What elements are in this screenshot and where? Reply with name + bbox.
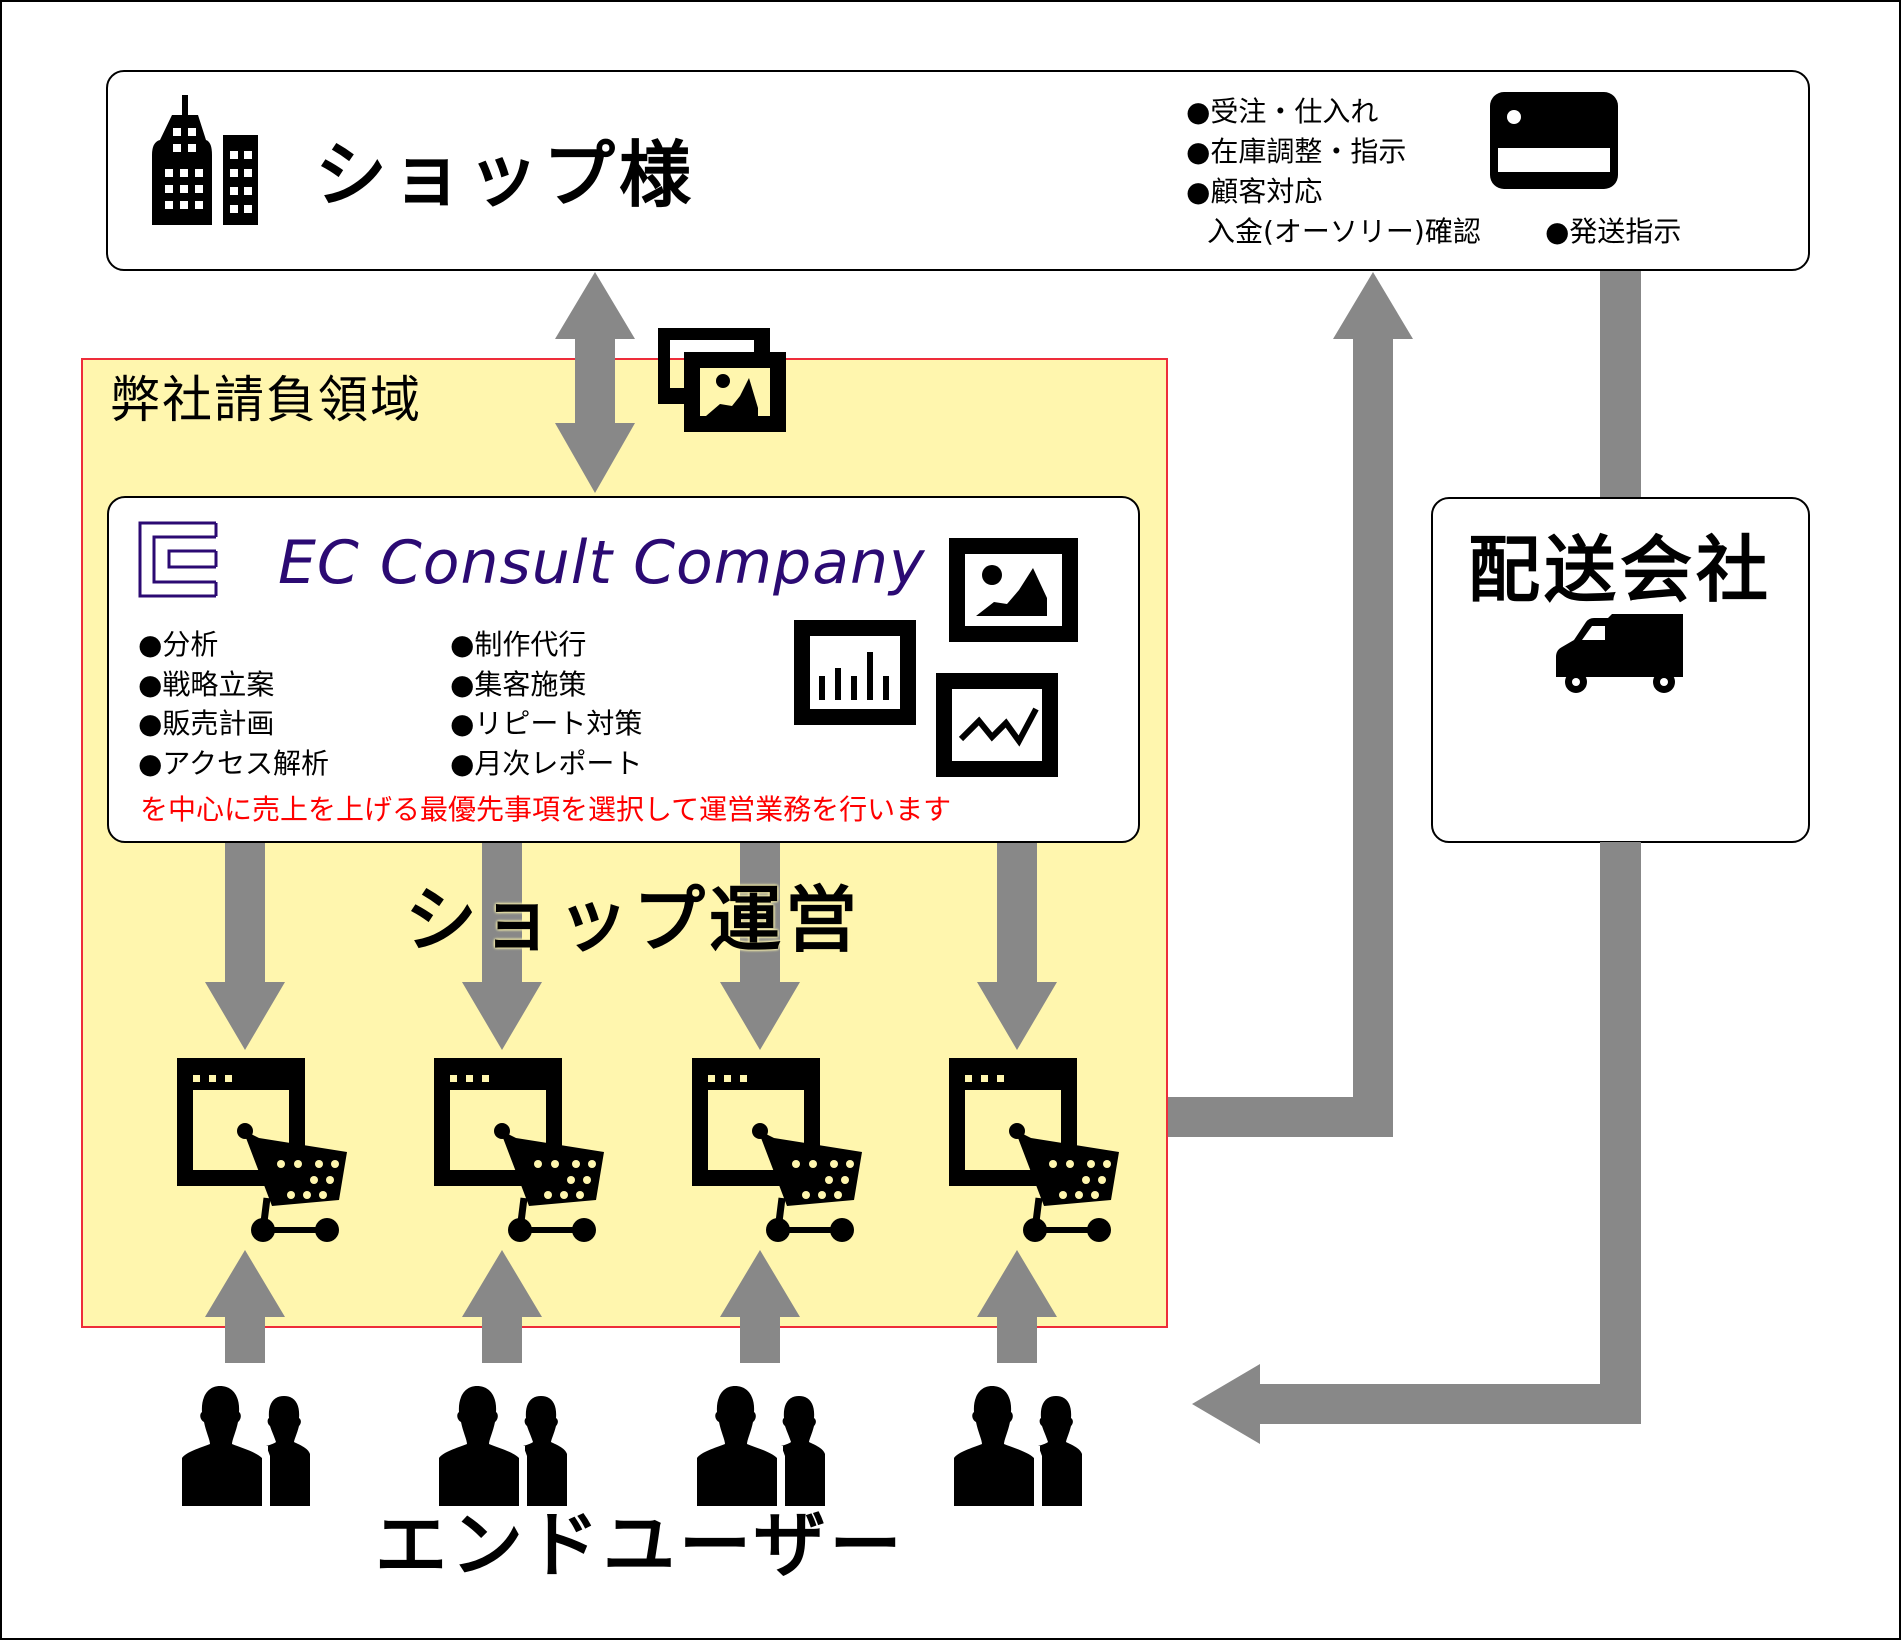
image-icon [949, 538, 1078, 642]
down-arrow [720, 843, 800, 1050]
down-arrow [205, 843, 285, 1050]
company-summary: を中心に売上を上げる最優先事項を選択して運営業務を行います [140, 793, 952, 826]
service-item: ●月次レポート [450, 746, 643, 780]
users-icon [697, 1386, 825, 1506]
end-users-title: エンドユーザー [375, 1503, 906, 1587]
operations-title: ショップ運営 [405, 878, 862, 962]
company-name: EC Consult Company [278, 528, 926, 598]
shipping-instruction-label: ●発送指示 [1545, 215, 1682, 248]
users-icon [182, 1386, 310, 1506]
delivery-title: 配送会社 [1467, 528, 1772, 612]
payment-check-label: 入金(オーソリー)確認 [1207, 215, 1481, 248]
up-arrow [720, 1250, 800, 1363]
service-item: ●リピート対策 [450, 707, 643, 740]
shop-to-delivery-line [1600, 271, 1641, 497]
service-item: ●販売計画 [138, 707, 275, 740]
company-logo-icon [138, 521, 218, 598]
online-shop-cart-icon [692, 1058, 862, 1242]
shop-task: ●在庫調整・指示 [1186, 135, 1407, 168]
services-left: ●分析 ●戦略立案 ●販売計画 ●アクセス解析 [138, 625, 329, 783]
service-item: ●分析 [138, 628, 219, 661]
online-shop-cart-icon [949, 1058, 1119, 1242]
shop-task: ●顧客対応 [1186, 175, 1323, 208]
order-connector-arrow [1168, 272, 1413, 1137]
up-arrow [977, 1250, 1057, 1363]
down-arrow [462, 843, 542, 1050]
service-item: ●アクセス解析 [138, 746, 330, 780]
double-arrow [555, 272, 635, 493]
service-item: ●制作代行 [450, 628, 587, 661]
shop-task-list: ●受注・仕入れ ●在庫調整・指示 ●顧客対応 [1186, 92, 1406, 212]
zone-title: 弊社請負領域 [110, 371, 422, 429]
shop-title: ショップ様 [315, 133, 696, 217]
credit-card-icon [1490, 92, 1618, 189]
up-arrow [205, 1250, 285, 1363]
up-arrow [462, 1250, 542, 1363]
image-gallery-icon [658, 328, 786, 432]
users-icon [954, 1386, 1082, 1506]
online-shop-cart-icon [434, 1058, 604, 1242]
shop-task: ●受注・仕入れ [1186, 95, 1379, 128]
delivery-truck-icon [1556, 614, 1683, 693]
online-shop-cart-icon [177, 1058, 347, 1242]
delivery-return-arrow [1192, 842, 1641, 1444]
services-right: ●制作代行 ●集客施策 ●リピート対策 ●月次レポート [450, 625, 642, 783]
line-chart-icon [936, 673, 1058, 777]
office-building-icon [152, 95, 258, 225]
service-item: ●集客施策 [450, 667, 587, 701]
bar-chart-icon [794, 620, 916, 725]
users-icon [439, 1386, 567, 1506]
down-arrow [977, 843, 1057, 1050]
service-item: ●戦略立案 [138, 667, 275, 701]
